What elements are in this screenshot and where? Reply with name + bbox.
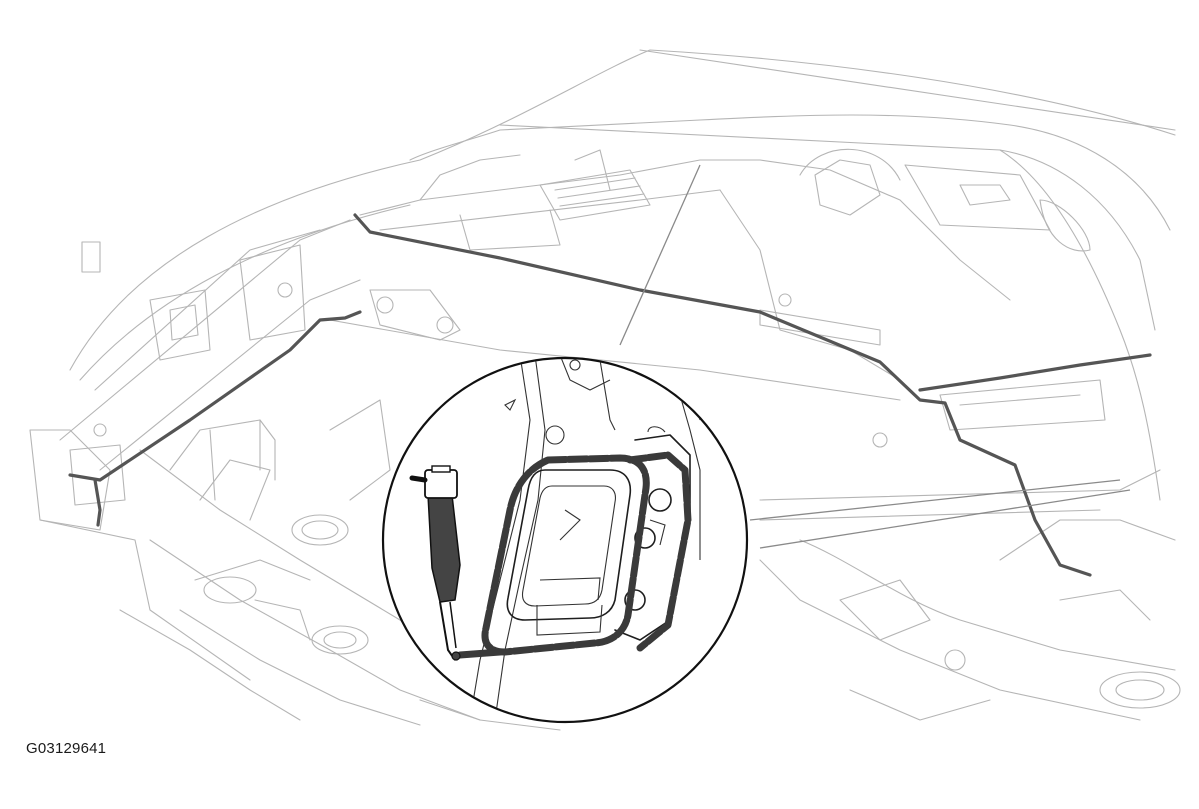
figure-id-label: G03129641 xyxy=(26,740,107,757)
callout-leader-lines xyxy=(619,164,1131,549)
vehicle-body-structure xyxy=(29,49,1181,731)
sealer-gun-icon xyxy=(409,465,461,661)
magnified-detail-view xyxy=(381,356,749,724)
seam-sealer-bead xyxy=(68,213,1152,577)
